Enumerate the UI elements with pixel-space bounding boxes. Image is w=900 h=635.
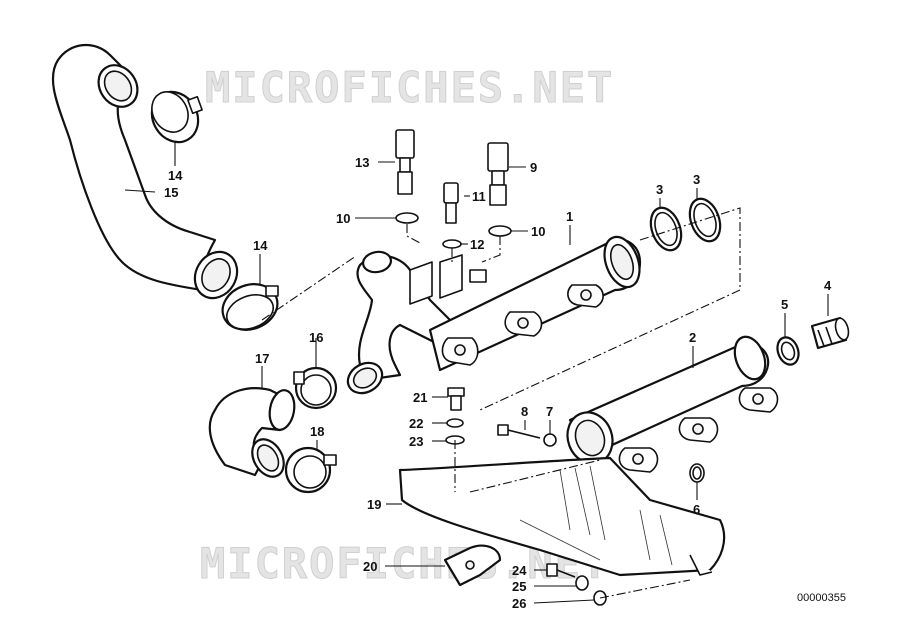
gasket-3a — [649, 206, 683, 252]
callout-10b: 10 — [531, 224, 545, 239]
callout-20: 20 — [363, 559, 377, 574]
callout-19: 19 — [367, 497, 381, 512]
callout-2: 2 — [689, 330, 696, 345]
callout-8: 8 — [521, 404, 528, 419]
callout-23: 23 — [409, 434, 423, 449]
gasket-3b — [688, 197, 722, 243]
callout-5: 5 — [781, 297, 788, 312]
callout-22: 22 — [409, 416, 423, 431]
callout-26: 26 — [512, 596, 526, 611]
callout-3a: 3 — [656, 182, 663, 197]
watermark-top: MICROFICHES.NET — [205, 63, 614, 112]
coolant-manifold-upper — [409, 235, 642, 372]
callout-16: 16 — [309, 330, 323, 345]
callout-14a: 14 — [168, 168, 183, 183]
callout-1: 1 — [566, 209, 573, 224]
hose-upper — [51, 43, 239, 300]
callout-15: 15 — [164, 185, 178, 200]
washer-10b — [488, 225, 512, 237]
callout-21: 21 — [413, 390, 427, 405]
nut-7 — [543, 433, 557, 447]
screw-plug-4 — [810, 316, 850, 350]
sealing-ring-6 — [689, 463, 705, 483]
callout-7: 7 — [546, 404, 553, 419]
bracket-20 — [443, 544, 502, 587]
callout-25: 25 — [512, 579, 526, 594]
washer-25 — [575, 575, 589, 591]
washer-12 — [442, 239, 462, 249]
callout-6: 6 — [693, 502, 700, 517]
hose-clamp-16 — [293, 366, 338, 410]
callout-10a: 10 — [336, 211, 350, 226]
hose-clamp-18 — [284, 446, 337, 494]
callout-3b: 3 — [693, 172, 700, 187]
washer-10a — [395, 212, 419, 224]
sealing-ring-5 — [776, 336, 800, 366]
hose-clamp-upper — [150, 90, 203, 144]
callout-18: 18 — [310, 424, 324, 439]
temperature-sensor-13 — [395, 129, 415, 195]
elbow-hose-17 — [208, 387, 296, 478]
callout-14b: 14 — [253, 238, 268, 253]
callout-4: 4 — [824, 278, 832, 293]
bolt-8 — [497, 424, 541, 439]
callout-17: 17 — [255, 351, 269, 366]
bolt-21 — [447, 387, 465, 411]
temperature-sensor-11 — [443, 182, 459, 224]
washer-22 — [446, 418, 464, 428]
callout-11: 11 — [472, 189, 486, 204]
callout-13: 13 — [355, 155, 369, 170]
diagram-reference-code: 00000355 — [797, 592, 846, 604]
callout-24: 24 — [512, 563, 527, 578]
coolant-manifold-lower — [566, 335, 779, 473]
y-pipe — [346, 250, 457, 395]
callout-9: 9 — [530, 160, 537, 175]
heat-shield-19 — [398, 456, 726, 577]
callout-12: 12 — [470, 237, 484, 252]
temperature-sensor-9 — [487, 142, 509, 206]
